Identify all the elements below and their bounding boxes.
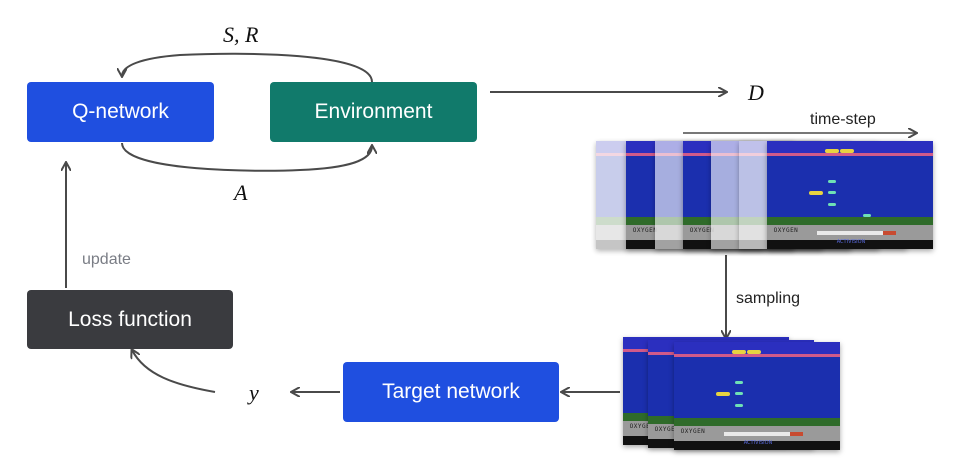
sampling-label: sampling: [736, 290, 801, 307]
action-label: A: [234, 180, 248, 205]
oxygen-text: OXYGEN: [654, 426, 680, 434]
oxygen-text: OXYGEN: [773, 227, 799, 235]
loss-function-label: Loss function: [68, 307, 192, 331]
y-to-loss-arrow: [132, 350, 216, 393]
q-network-label: Q-network: [72, 100, 169, 123]
environment-node: Environment: [270, 82, 477, 142]
q-network-node: Q-network: [27, 82, 214, 142]
loss-function-node: Loss function: [27, 290, 233, 349]
action-arrow: [121, 142, 372, 172]
target-network-label: Target network: [382, 380, 520, 403]
activision-logo-text: ACTIVISION: [836, 239, 866, 246]
update-label: update: [82, 251, 131, 268]
replay-memory-label: D: [748, 80, 764, 105]
oxygen-text: OXYGEN: [689, 227, 715, 235]
state-reward-arrow: [122, 52, 373, 83]
game-frame-latest: OXYGEN ACTIVISION: [767, 141, 933, 249]
activision-logo-text: ACTIVISION: [743, 440, 773, 447]
sampled-frame-top: OXYGEN ACTIVISION: [674, 342, 840, 450]
oxygen-text: OXYGEN: [632, 227, 658, 235]
time-step-label: time-step: [810, 111, 876, 128]
oxygen-text: OXYGEN: [680, 428, 706, 436]
oxygen-text: OXYGEN: [629, 423, 655, 431]
target-y-label: y: [249, 380, 259, 405]
target-network-node: Target network: [343, 362, 559, 422]
state-reward-label: S, R: [223, 22, 259, 47]
environment-label: Environment: [314, 100, 433, 123]
